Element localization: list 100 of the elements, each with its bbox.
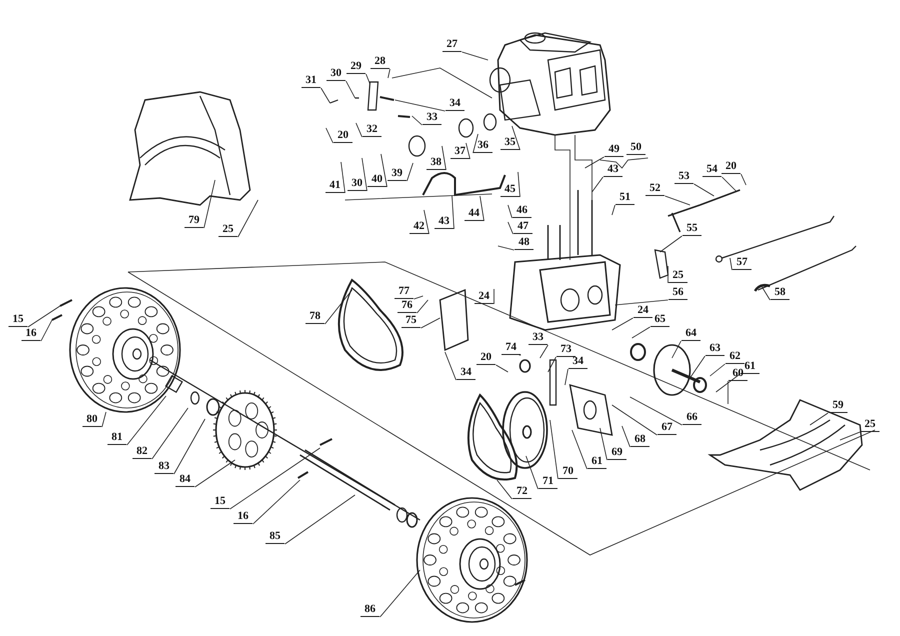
callout-number: 83 xyxy=(154,460,174,474)
leader-line xyxy=(324,290,352,324)
leader-line xyxy=(320,88,330,104)
leader-line xyxy=(496,364,508,372)
callout-number: 67 xyxy=(658,421,676,435)
callout-number: 28 xyxy=(370,55,390,69)
leader-line xyxy=(498,246,514,250)
callout-number: 79 xyxy=(184,214,204,228)
leader-line xyxy=(518,172,520,198)
leader-line xyxy=(362,158,368,192)
leader-line xyxy=(406,162,414,182)
callout-number: 41 xyxy=(326,179,344,193)
callout-number: 37 xyxy=(450,145,470,159)
leader-line xyxy=(380,570,420,618)
callout-number: 47 xyxy=(514,220,532,234)
leader-line xyxy=(466,142,470,160)
leader-line xyxy=(414,296,424,300)
leader-line xyxy=(252,480,300,524)
callout-number: 34 xyxy=(456,366,476,380)
leader-line xyxy=(526,456,538,490)
callout-number: 62 xyxy=(726,350,744,364)
callout-number: 71 xyxy=(538,475,558,489)
leader-line xyxy=(622,426,630,448)
leader-line xyxy=(472,134,478,154)
leader-line xyxy=(238,200,258,238)
leader-line xyxy=(632,326,650,338)
callout-number: 20 xyxy=(334,129,352,143)
leader-line xyxy=(572,430,588,470)
leader-line xyxy=(716,374,740,392)
leader-line xyxy=(672,340,682,358)
leader-line xyxy=(722,176,736,192)
callout-number: 65 xyxy=(650,313,670,327)
leader-line xyxy=(126,396,166,446)
callout-number: 31 xyxy=(302,74,320,88)
leader-line xyxy=(762,286,770,300)
leader-line xyxy=(28,306,60,328)
leader-line xyxy=(710,364,726,376)
callout-number: 74 xyxy=(502,341,520,355)
leader-line xyxy=(730,258,732,270)
callout-number: 56 xyxy=(668,286,688,300)
callout-number: 35 xyxy=(500,136,520,150)
leader-line xyxy=(340,162,346,194)
callout-number: 80 xyxy=(82,413,102,427)
leader-line xyxy=(810,412,828,426)
leader-line xyxy=(412,116,422,126)
leader-line xyxy=(420,318,440,328)
leader-line xyxy=(356,122,362,138)
callout-number: 53 xyxy=(674,170,694,184)
callout-number: 15 xyxy=(8,313,28,327)
leader-line xyxy=(614,300,668,306)
callout-number: 29 xyxy=(346,60,366,74)
callout-number: 42 xyxy=(410,220,428,234)
callout-number: 25 xyxy=(860,418,880,432)
leader-line xyxy=(612,204,616,216)
callout-number: 20 xyxy=(722,160,740,174)
callout-number: 45 xyxy=(500,183,520,197)
callout-number: 34 xyxy=(568,355,588,369)
callout-number: 27 xyxy=(442,38,462,52)
callout-number: 25 xyxy=(668,269,688,283)
leader-line xyxy=(442,146,446,170)
callout-number: 76 xyxy=(398,299,416,313)
leader-line xyxy=(416,300,428,314)
leader-line xyxy=(664,196,690,206)
callout-number: 85 xyxy=(266,530,284,544)
callout-number: 81 xyxy=(108,431,126,445)
callout-number: 30 xyxy=(326,67,346,81)
callout-number: 57 xyxy=(732,256,752,270)
leader-line xyxy=(394,100,446,112)
leader-line xyxy=(564,368,568,386)
callout-number: 36 xyxy=(474,139,492,153)
callout-number: 77 xyxy=(394,285,414,299)
callout-number: 84 xyxy=(176,473,194,487)
callout-number: 82 xyxy=(132,445,152,459)
leader-line xyxy=(462,52,488,60)
leader-line xyxy=(512,126,520,150)
callout-number: 30 xyxy=(348,177,366,191)
leader-line xyxy=(496,480,512,500)
callout-number: 86 xyxy=(360,603,380,617)
callout-number: 16 xyxy=(234,510,252,524)
callout-number: 40 xyxy=(368,173,386,187)
callout-number: 32 xyxy=(362,123,382,137)
leader-line xyxy=(630,396,682,426)
leader-line xyxy=(508,204,512,218)
callout-number: 72 xyxy=(512,485,532,499)
leader-line xyxy=(600,428,608,460)
leader-line xyxy=(508,222,514,234)
callout-number: 59 xyxy=(828,399,848,413)
callout-number: 54 xyxy=(702,163,722,177)
callout-number: 51 xyxy=(616,191,634,205)
callout-number: 70 xyxy=(558,465,578,479)
callout-number: 43 xyxy=(434,215,454,229)
leader-line xyxy=(194,460,236,488)
callout-number: 33 xyxy=(422,111,442,125)
leader-line xyxy=(550,420,558,480)
callout-number: 24 xyxy=(634,304,652,318)
callout-number: 16 xyxy=(22,327,40,341)
callout-number: 20 xyxy=(476,351,496,365)
callout-number: 68 xyxy=(630,433,650,447)
leader-line xyxy=(840,432,860,440)
leader-line xyxy=(326,128,334,144)
